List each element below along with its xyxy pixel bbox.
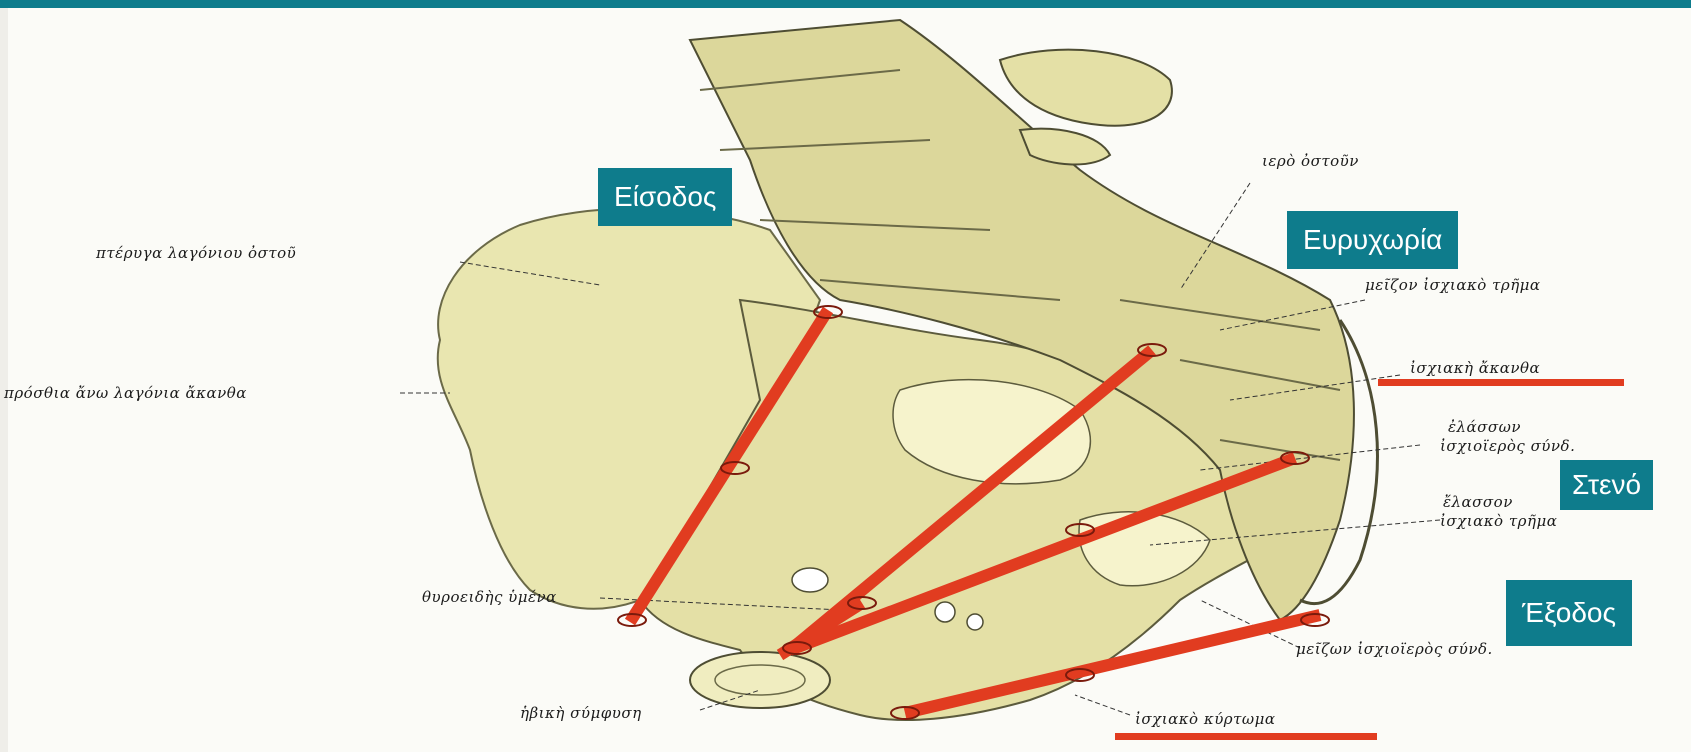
tag-inlet: Είσοδος xyxy=(598,168,732,226)
label-sacrospinous-1: ἐλάσσων xyxy=(1448,418,1521,436)
underline-ischial-spine xyxy=(1378,379,1624,386)
label-sacrotuberous: μεῖζων ἰσχιοϊερὸς σύνδ. xyxy=(1296,640,1493,658)
label-sacrum: ιερὸ ὀστοῦν xyxy=(1262,152,1359,170)
label-lesser-sciatic-1: ἔλασσον xyxy=(1443,493,1513,511)
underline-ischial-tuberosity xyxy=(1115,733,1377,740)
tag-midpelvis: Ευρυχωρία xyxy=(1287,211,1458,269)
pubic-symphysis xyxy=(690,652,830,708)
lumbar-process xyxy=(1000,50,1172,126)
tag-narrow: Στενό xyxy=(1560,460,1653,510)
label-greater-sciatic-notch: μεῖζον ἰσχιακὸ τρῆμα xyxy=(1365,276,1541,294)
label-lesser-sciatic-2: ἰσχιακὸ τρῆμα xyxy=(1440,512,1557,530)
label-ischial-spine: ἰσχιακὴ ἄκανθα xyxy=(1410,359,1540,377)
label-sacrospinous-2: ἰσχιοϊερὸς σύνδ. xyxy=(1440,437,1575,455)
label-pubic-symphysis: ἡβικὴ σύμφυση xyxy=(520,704,642,722)
label-obturator-membrane: θυροειδὴς ὑμένα xyxy=(422,588,557,606)
label-anterior-superior-iliac-spine: πρόσθια ἄνω λαγόνια ἄκανθα xyxy=(4,384,247,402)
label-iliac-wing: πτέρυγα λαγόνιου ὀστοῦ xyxy=(96,244,296,262)
label-ischial-tuberosity: ἰσχιακὸ κύρτωμα xyxy=(1135,710,1276,728)
tag-outlet: Έξοδος xyxy=(1506,580,1632,646)
